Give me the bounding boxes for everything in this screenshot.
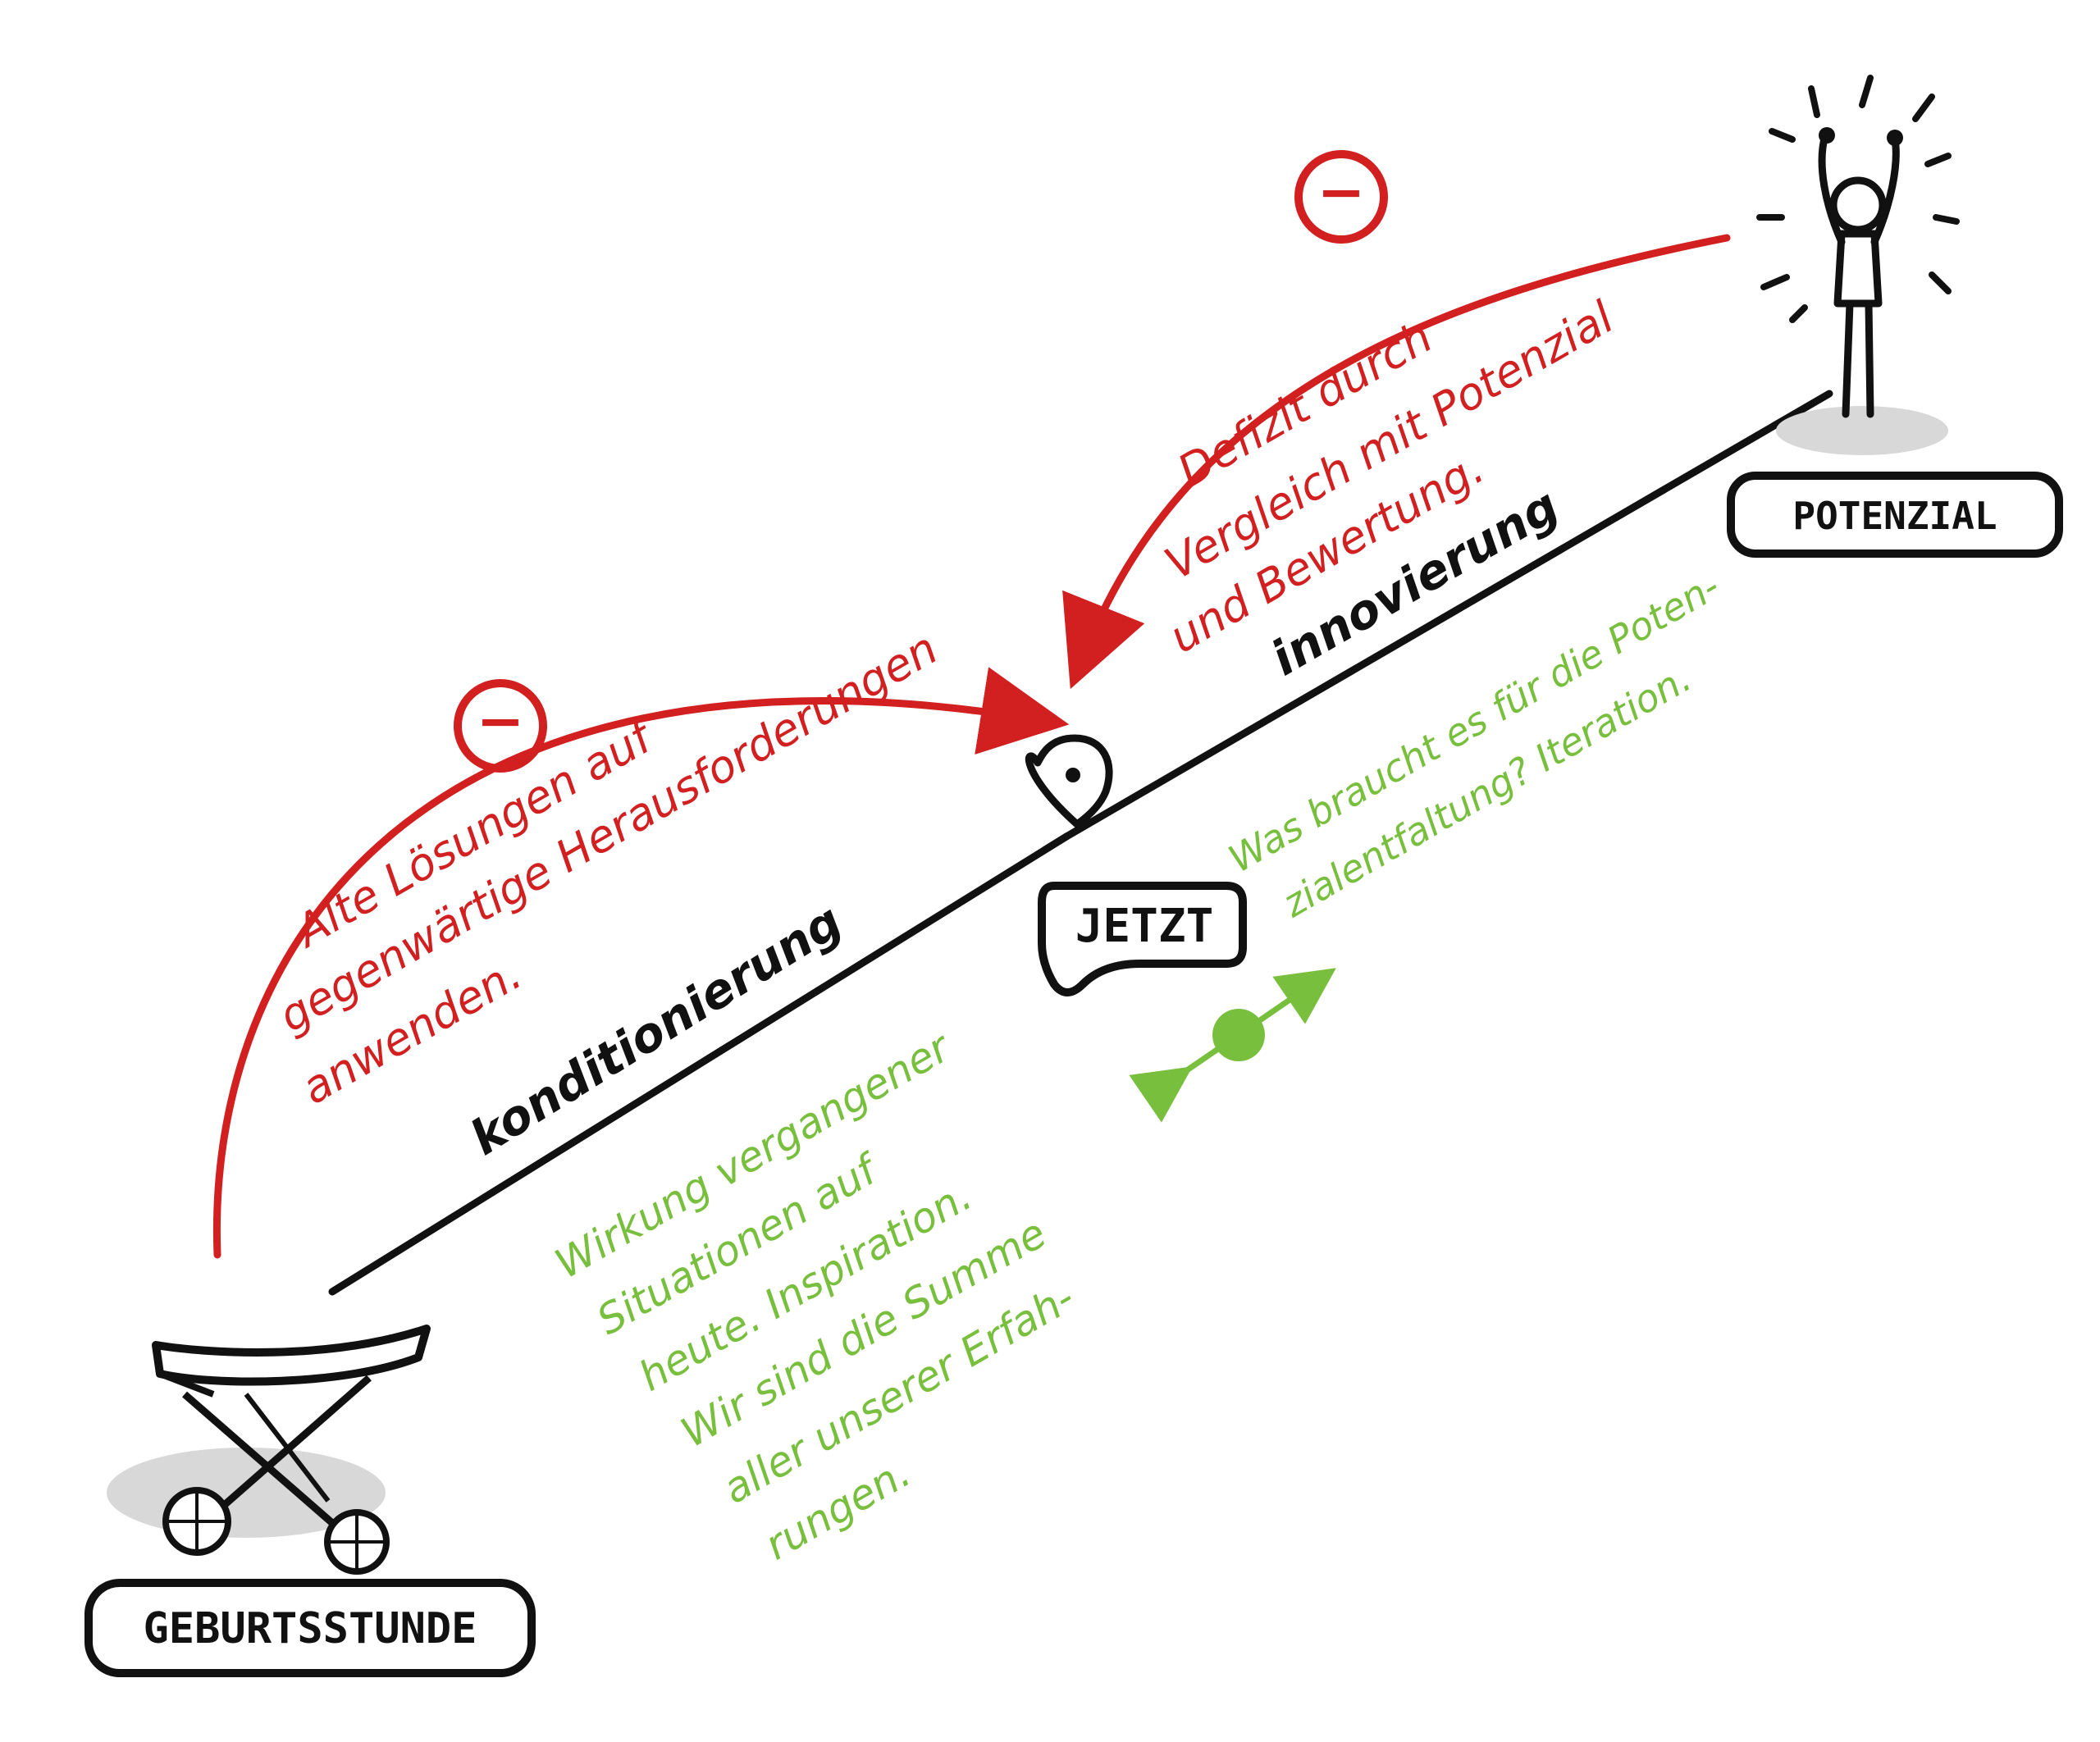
label-now: JETZT — [1038, 882, 1247, 996]
label-potential: POTENZIAL — [1727, 472, 2063, 558]
minus-sign-right: − — [1317, 158, 1366, 226]
green-note-right-line1: Was braucht es für die Poten- — [1221, 563, 1728, 881]
cheering-person-icon — [1756, 75, 1960, 455]
location-pin-icon — [1025, 734, 1113, 828]
label-now-text: JETZT — [1075, 900, 1214, 953]
label-birth: GEBURTSSTUNDE — [84, 1579, 536, 1677]
red-note-left-line2: gegenwärtige Herausforderungen — [270, 622, 946, 1042]
timeline-upper — [1062, 390, 1833, 841]
minus-icon: − — [454, 679, 547, 773]
bidirectional-arrow-icon — [1129, 968, 1336, 1123]
stroller-icon — [107, 1325, 431, 1575]
timeline-lower — [328, 832, 1071, 1296]
red-arc-left — [212, 667, 1070, 1259]
label-potential-text: POTENZIAL — [1792, 494, 1997, 538]
red-arc-right — [1062, 234, 1731, 690]
label-birth-text: GEBURTSSTUNDE — [144, 1604, 477, 1653]
minus-icon: − — [1294, 150, 1388, 244]
minus-sign-left: − — [477, 687, 525, 755]
